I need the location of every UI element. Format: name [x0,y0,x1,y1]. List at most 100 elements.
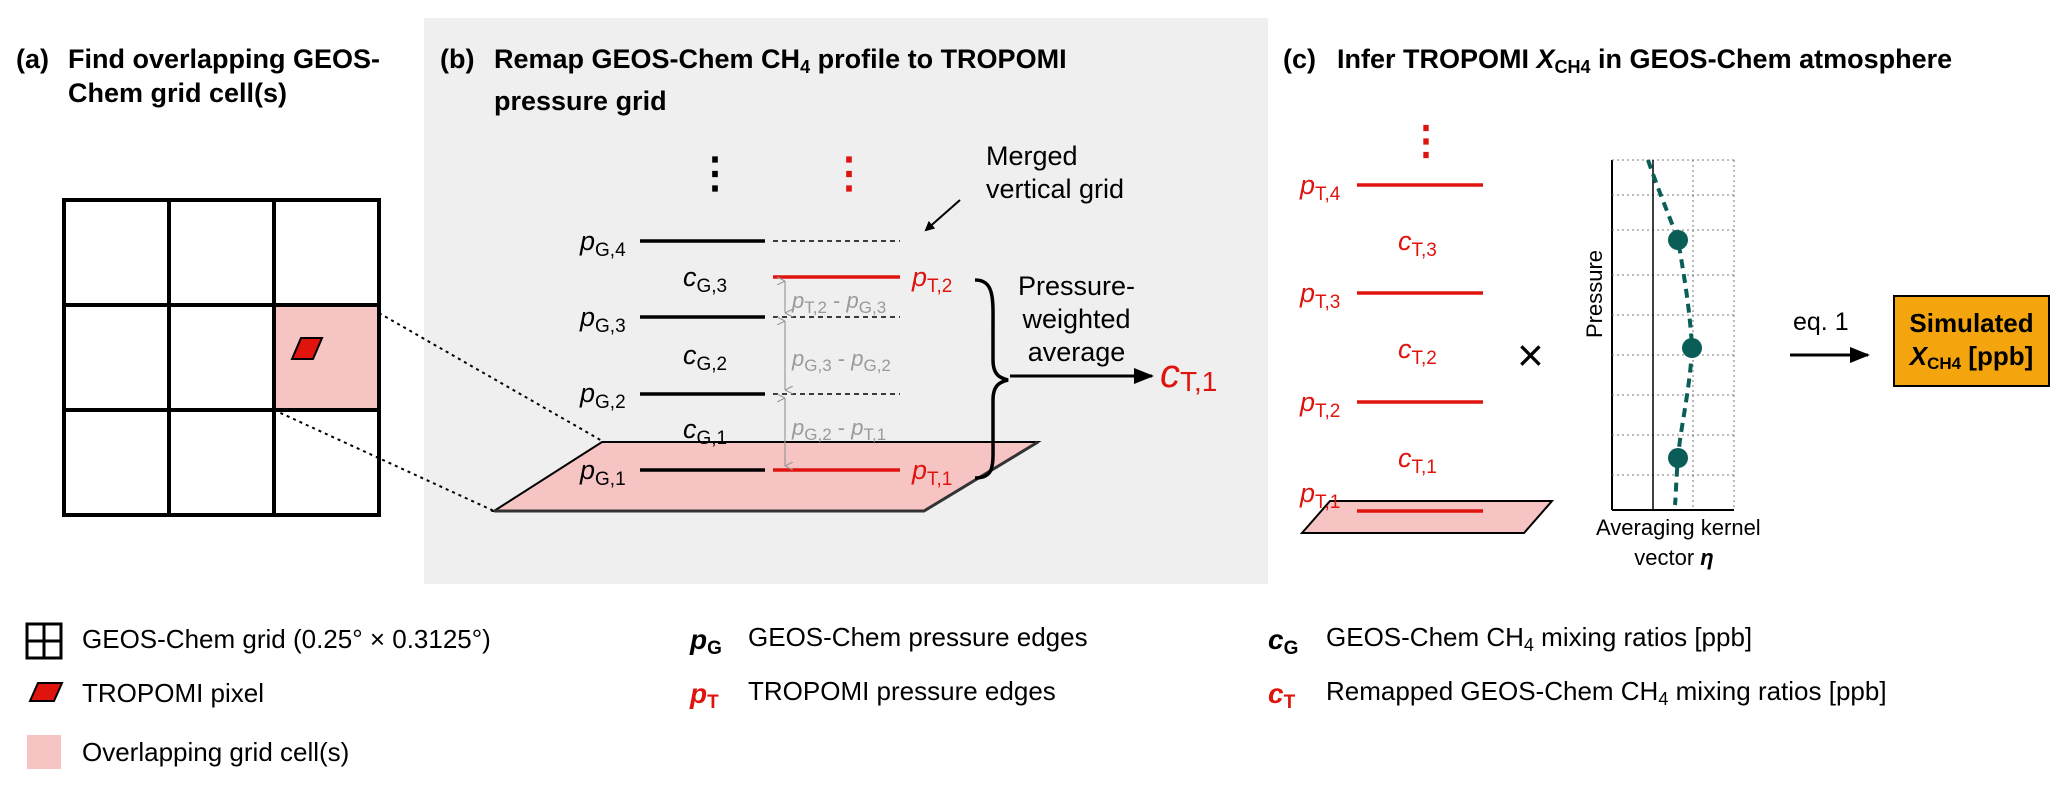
avg-line3: average [1027,337,1126,367]
zoom-line-top [378,312,605,443]
vertical-dots-red: ⋮ [828,149,870,196]
panel-a-label: (a) [16,44,49,74]
pg3-base: p [580,302,596,332]
legend-cg-post: mixing ratios [ppb] [1533,622,1753,652]
panel-b-title-pre: Remap GEOS-Chem CH [494,44,801,74]
label-pg2: pG,2 [580,378,626,414]
pt2-sub: T,2 [927,276,953,297]
panel-a-title-line2: Chem grid cell(s) [68,78,288,108]
legend-ct-sym: c [1268,678,1284,709]
label-pt1: pT,1 [912,455,952,491]
sim-post: [ppb] [1961,341,2034,371]
legend-ct-sub: T [1283,692,1296,713]
kernel-xlabel-eta: η [1700,545,1714,570]
c-pt4-sub: T,4 [1315,184,1341,205]
legend-pg-text: GEOS-Chem pressure edges [748,622,1088,652]
cg3-base: c [683,262,697,292]
overlapping-grid-cell [274,305,379,410]
diff3-a-sub: G,2 [804,425,832,444]
panel-b-title: (b)Remap GEOS-Chem CH4 profile to TROPOM… [440,42,1067,118]
label-pt2: pT,2 [912,262,952,298]
pg2-base: p [580,378,596,408]
ct1-result-base: c [1160,352,1180,396]
label-c-pt3: pT,3 [1300,278,1340,314]
legend-cg-symbol: cG [1268,624,1298,660]
panel-c-label: (c) [1283,44,1316,74]
label-cg3: cG,3 [683,262,727,298]
grid-icon [25,622,63,660]
pg3-sub: G,3 [595,316,626,337]
c-ct2-base: c [1398,334,1412,364]
cg2-sub: G,2 [696,354,728,375]
legend-pg-symbol: pG [690,624,722,660]
legend-pixel-text: TROPOMI pixel [82,678,265,708]
c-pt2-sub: T,2 [1315,401,1341,422]
vertical-dots-c: ⋮ [1406,119,1446,163]
legend-cg-textsub: 4 [1523,635,1534,655]
panel-c-title-post: in GEOS-Chem atmosphere [1590,44,1953,74]
legend-pt-symbol: pT [690,678,719,714]
diff3-b-sub: T,1 [863,425,887,444]
sim-sub: CH4 [1927,354,1962,373]
label-pg1: pG,1 [580,455,626,491]
diff2-b-sub: G,2 [863,356,891,375]
diff1-a-sub: T,2 [804,298,827,317]
panel-c-title-x: X [1536,44,1555,74]
panel-a-title: (a) Find overlapping GEOS- Chem grid cell… [16,42,380,110]
legend-pg-sub: G [707,638,722,659]
merged-grid-label: Merged vertical grid [986,140,1124,206]
panel-b-label: (b) [440,44,475,74]
diff3-b: p [851,415,864,440]
tropomi-pixel [290,337,324,360]
pressure-base-plane-b [490,441,1042,512]
kernel-xlabel: Averaging kernel vector η [1596,513,1761,573]
geos-chem-grid [62,198,381,517]
sim-line2: XCH4 [ppb] [1895,340,2048,380]
legend-pt-text: TROPOMI pressure edges [748,676,1056,706]
panel-c-title-pre: Infer TROPOMI [1337,44,1537,74]
diff2-a: p [792,346,805,371]
legend-ct-pre: Remapped GEOS-Chem CH [1326,676,1659,706]
panel-c-title: (c) Infer TROPOMI XCH4 in GEOS-Chem atmos… [1283,42,1952,84]
weighted-average-label: Pressure- weighted average [1018,270,1135,369]
kernel-ylabel: Pressure [1582,249,1607,338]
diff1-a: p [792,288,805,313]
legend-cg-sub: G [1283,638,1299,659]
diff1-b: p [846,288,859,313]
kernel-xlabel-line1: Averaging kernel [1596,515,1761,540]
ct1-result-sub: T,1 [1180,366,1218,397]
cg3-sub: G,3 [696,276,728,297]
cg1-base: c [683,414,697,444]
legend-grid-text: GEOS-Chem grid (0.25° × 0.3125°) [82,624,491,654]
label-c-ct1: cT,1 [1398,443,1437,479]
label-ct1-result: cT,1 [1160,352,1217,398]
pg2-sub: G,2 [595,392,626,413]
c-pt2-base: p [1300,387,1316,417]
diff2-op: - [831,346,852,371]
legend-pt-sub: T [707,692,719,713]
legend-cg-sym: c [1268,624,1284,655]
diff3-op: - [831,415,852,440]
merged-line2: vertical grid [986,174,1125,204]
c-ct2-sub: T,2 [1411,348,1437,369]
cg1-sub: G,1 [696,428,728,449]
eq1-label: eq. 1 [1793,308,1849,336]
diff2-a-sub: G,3 [804,356,832,375]
c-pt1-base: p [1300,478,1316,508]
cg2-base: c [683,340,697,370]
kernel-point [1668,448,1688,468]
label-c-ct3: cT,3 [1398,226,1437,262]
kernel-point [1668,230,1688,250]
legend-overlap-text: Overlapping grid cell(s) [82,737,350,767]
kernel-xlabel-pre: vector [1634,545,1701,570]
curly-brace [974,278,1009,480]
zoom-line-bottom [273,409,495,512]
panel-a-title-line1: Find overlapping GEOS- [68,44,381,74]
legend-pg-sym: p [690,624,708,655]
panel-c-title-sub: CH4 [1554,57,1591,77]
c-pt3-sub: T,3 [1315,292,1341,313]
panel-b-title-post: profile to TROPOMI [810,44,1067,74]
pt1-base: p [912,455,928,485]
merged-line1: Merged [986,141,1078,171]
